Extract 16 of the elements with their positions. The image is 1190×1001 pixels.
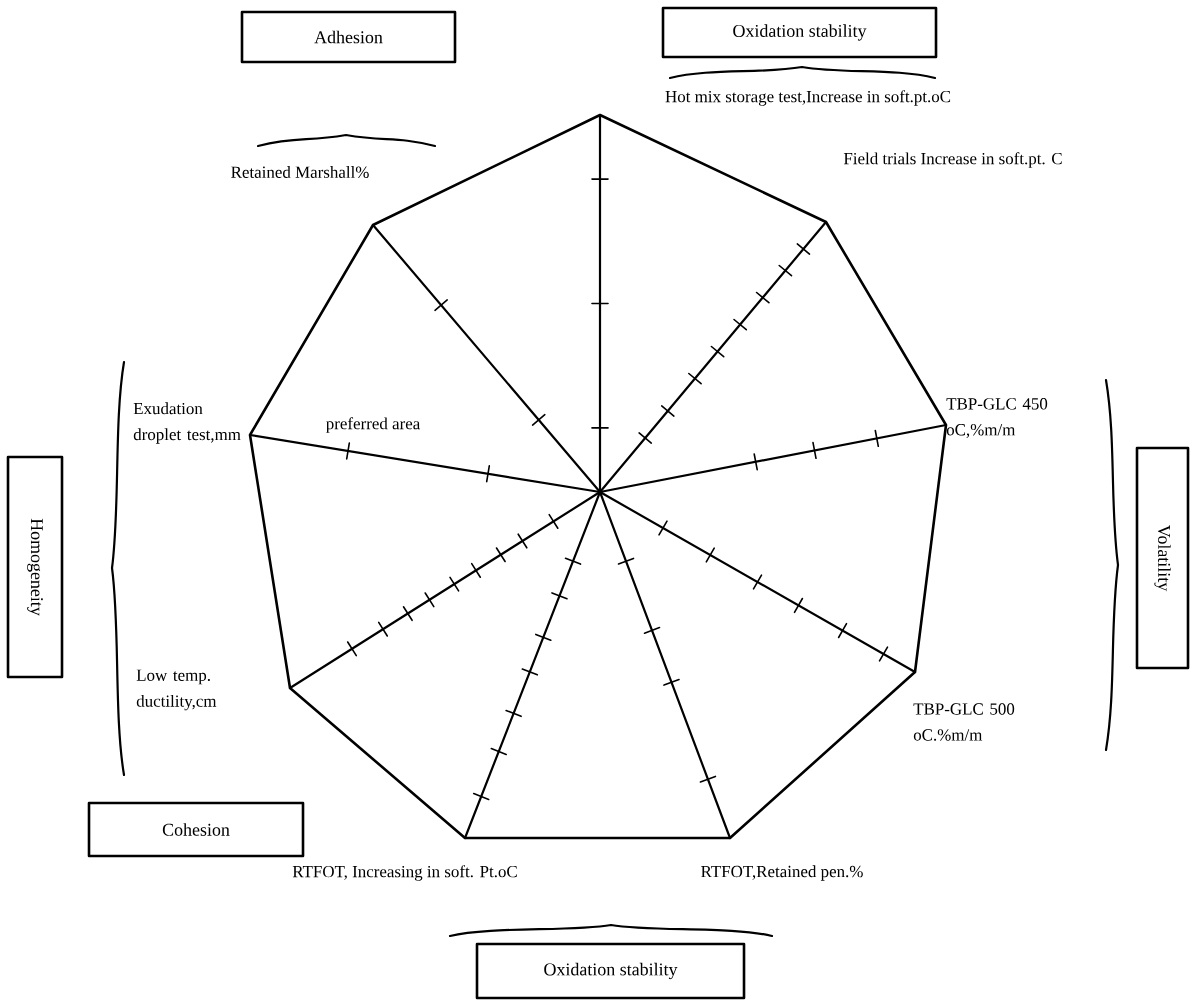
label-box: Homogeneity (6, 455, 64, 679)
label-box: Adhesion (240, 10, 457, 64)
axis-label: Retained Marshall% (231, 166, 369, 178)
axis-label: RTFOT,Retained pen.% (701, 865, 863, 881)
axis-label: Field trials Increase in soft.pt. C (843, 152, 1062, 168)
axis-label: Exudation droplet test,mm (133, 402, 241, 444)
label-box: Oxidation stability (475, 942, 746, 1000)
axis-label: RTFOT, Increasing in soft. Pt.oC (292, 865, 517, 881)
label-box: Oxidation stability (661, 6, 938, 59)
axis-label: TBP-GLC 500 oC.%m/m (913, 703, 1015, 741)
label-box: Volatility (1135, 446, 1190, 670)
axis-label: preferred area (326, 417, 420, 433)
axis-label: Low temp. ductility,cm (136, 669, 217, 711)
axis-label: Hot mix storage test,Increase in soft.pt.oC (665, 90, 951, 106)
axis-label: TBP-GLC 450 oC,%m/m (946, 398, 1048, 438)
label-box: Cohesion (87, 801, 305, 858)
